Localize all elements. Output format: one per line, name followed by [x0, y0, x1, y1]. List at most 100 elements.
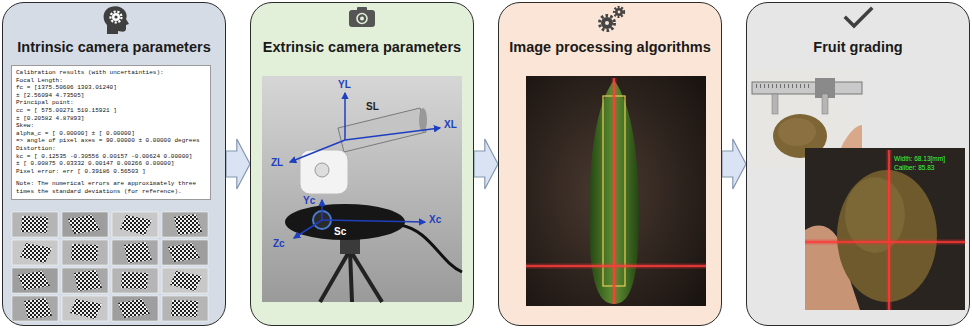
panel-title: Intrinsic camera parameters: [17, 39, 210, 55]
checkerboard-thumbnail: [12, 296, 58, 321]
panel-fill: [3, 3, 970, 326]
checkerboard-thumbnail: [112, 240, 158, 265]
caliper-photo: [756, 84, 812, 88]
measurement-text: Width: 68.13[mm]: [894, 155, 945, 162]
cucumber-laser-photo: [526, 265, 706, 267]
caliper-photo: [752, 82, 862, 94]
checkerboard-thumbnail: [62, 240, 108, 265]
coordinate-axis: [322, 220, 425, 222]
kiwi-laser-photo: [805, 240, 965, 245]
calibration-line: Principal point:: [16, 99, 206, 107]
calibration-line: Focal Length:: [16, 77, 206, 85]
checkerboard-thumbnail: [62, 268, 108, 293]
calibration-line: => angle of pixel axes = 90.00000 ± 0.00…: [16, 137, 206, 145]
panel-fill: [499, 3, 722, 326]
head-gear-icon: [104, 6, 129, 34]
checkerboard-thumbnail: [162, 296, 208, 321]
gears-icon: [614, 7, 624, 17]
camera-setup-photo: [320, 250, 350, 302]
camera-setup-photo: [400, 225, 462, 272]
calibration-line: Pixel error: err [ 0.39186 0.56503 ]: [16, 168, 206, 176]
camera-icon: [357, 14, 367, 24]
coordinate-axis: [321, 200, 323, 220]
calibration-line: alpha_c = [ 0.00000] ± [ 0.00000]: [16, 130, 206, 138]
panel-title: Fruit grading: [813, 39, 902, 55]
camera-setup-photo: [350, 250, 382, 302]
checkerboard-thumbnail: [12, 240, 58, 265]
calibration-line: fc = [1375.50606 1303.01240]: [16, 84, 206, 92]
panel-fill: [3, 3, 226, 326]
gears-icon: [601, 17, 613, 29]
coordinate-axis: [345, 128, 440, 140]
kiwi-laser-photo: [805, 241, 965, 243]
camera-icon: [349, 10, 375, 27]
camera-icon: [357, 7, 367, 11]
kiwi-laser-photo: [888, 150, 890, 310]
checkerboard-thumbnail: [12, 212, 58, 237]
cucumber-laser-photo: [526, 76, 706, 306]
head-gear-icon: [112, 13, 120, 21]
gears-icon: [600, 16, 615, 31]
cucumber-laser-photo: [526, 76, 706, 306]
calibration-line: Skew:: [16, 122, 206, 130]
axis-label: Xc: [429, 214, 441, 225]
gears-icon: [615, 8, 623, 16]
camera-setup-photo: [419, 108, 427, 132]
gears-icon: [600, 7, 625, 31]
kiwi-laser-photo: [805, 148, 965, 310]
calibration-line: Calibration results (with uncertainties)…: [16, 69, 206, 77]
axis-label: ZL: [271, 157, 283, 168]
panel-title: Image processing algorithms: [509, 39, 710, 55]
calibration-line: ± [2.56094 4.73505]: [16, 92, 206, 100]
flow-arrow: [226, 139, 250, 189]
cucumber-laser-photo: [526, 264, 706, 269]
checkerboard-thumbnail: [112, 296, 158, 321]
camera-setup-photo: [338, 108, 426, 152]
stage-panel: Extrinsic camera parameters: [250, 2, 474, 326]
panel-title: Extrinsic camera parameters: [263, 39, 461, 55]
camera-icon: [360, 17, 364, 21]
axis-label: Sc: [334, 226, 346, 237]
measurement-text: Caliber: 85.83: [894, 164, 934, 171]
calibration-line: Distortion:: [16, 145, 206, 153]
checkerboard-thumbnail: [12, 268, 58, 293]
axis-label: YL: [338, 79, 351, 90]
coordinate-axis: [290, 93, 440, 238]
flow-arrow: [474, 139, 498, 189]
gears-icon: [618, 11, 621, 14]
caliper-photo: [772, 94, 778, 114]
checkerboard-thumbnail: [62, 296, 108, 321]
coordinate-axis: [344, 93, 346, 140]
checkerboard-thumbnail: [162, 268, 208, 293]
check-icon: [846, 9, 871, 26]
checkerboard-thumbnail: [162, 212, 208, 237]
calibration-line: Note: The numerical errors are approxima…: [16, 180, 206, 195]
calibration-line: ± [ 0.00875 0.03332 0.00147 0.00266 0.00…: [16, 160, 206, 168]
checkerboard-thumbnail: [162, 240, 208, 265]
stage-panel: Intrinsic camera parametersCalibration r…: [2, 2, 226, 326]
stage-panel: Fruit grading: [746, 2, 970, 326]
camera-setup-photo: [315, 163, 329, 177]
coordinate-axis: [294, 220, 322, 238]
panel-fill: [747, 3, 970, 326]
flow-arrow: [722, 139, 746, 189]
coordinate-axis: [290, 140, 345, 162]
head-gear-icon: [111, 12, 122, 23]
calibration-line: cc = [ 575.00271 510.15921 ]: [16, 107, 206, 115]
axis-label: Zc: [273, 238, 285, 249]
checkerboard-thumbnail: [112, 212, 158, 237]
stage-panel: Image processing algorithms: [498, 2, 722, 326]
axis-label: Yc: [303, 195, 315, 206]
axis-label: SL: [366, 101, 379, 112]
camera-setup-photo: [262, 76, 462, 302]
cucumber-laser-photo: [613, 78, 615, 304]
camera-setup-photo: [350, 250, 352, 302]
panel-fill: [251, 3, 474, 326]
kiwi-laser-photo: [805, 148, 965, 310]
cucumber-laser-photo: [612, 78, 617, 304]
kiwi-laser-photo: [887, 150, 892, 310]
calibration-results-box: Calibration results (with uncertainties)…: [11, 65, 211, 200]
calibration-line: ± [0.20582 4.87893]: [16, 115, 206, 123]
head-gear-icon: [104, 6, 129, 34]
